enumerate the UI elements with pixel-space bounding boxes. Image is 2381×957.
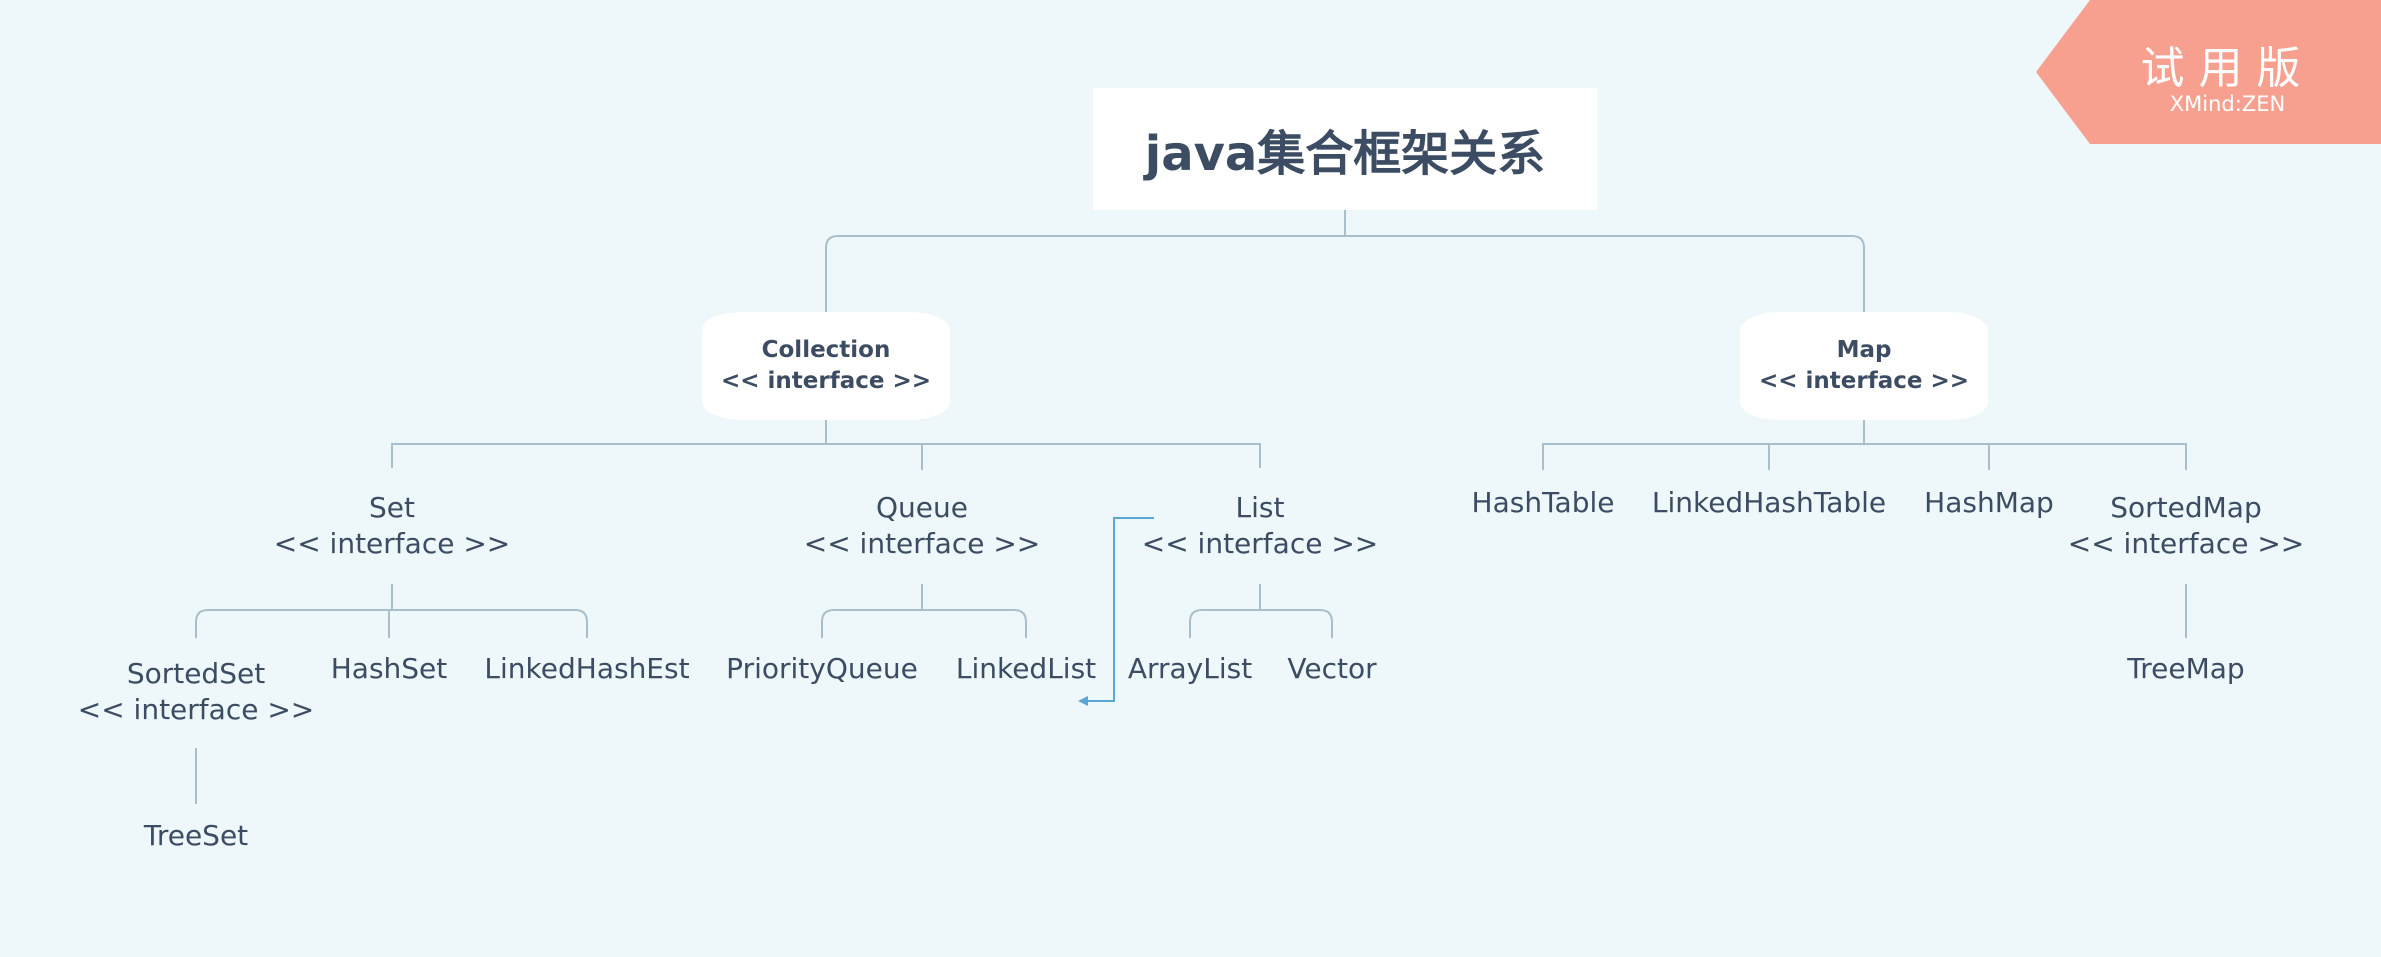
- topic-hashtable[interactable]: HashTable: [1472, 485, 1615, 521]
- topic-sortedset[interactable]: SortedSet << interface >>: [78, 656, 315, 728]
- queue-name: Queue: [876, 491, 968, 524]
- linkedhashset-name: LinkedHashEst: [484, 652, 690, 685]
- topic-treeset[interactable]: TreeSet: [144, 818, 248, 854]
- topic-queue[interactable]: Queue << interface >>: [804, 490, 1041, 562]
- set-name: Set: [369, 491, 415, 524]
- topic-vector[interactable]: Vector: [1287, 651, 1376, 687]
- connector-queue: [821, 584, 1027, 638]
- connector-set: [195, 584, 588, 638]
- topic-set[interactable]: Set << interface >>: [274, 490, 511, 562]
- sortedmap-name: SortedMap: [2110, 491, 2262, 524]
- topic-map[interactable]: Map << interface >>: [1740, 312, 1988, 420]
- topic-sortedmap[interactable]: SortedMap << interface >>: [2068, 490, 2305, 562]
- relationship-arrowhead: [1078, 696, 1088, 706]
- root-topic[interactable]: java集合框架关系: [1093, 88, 1597, 210]
- topic-collection[interactable]: Collection << interface >>: [702, 312, 950, 420]
- relationship-arrow: [1082, 517, 1154, 702]
- treeset-name: TreeSet: [143, 819, 249, 852]
- topic-hashmap[interactable]: HashMap: [1924, 485, 2054, 521]
- trial-badge-label: 试用版: [2140, 43, 2315, 94]
- trial-badge-product: XMind:ZEN: [2169, 92, 2286, 116]
- treemap-name: TreeMap: [2127, 652, 2245, 685]
- set-stereotype: << interface >>: [273, 527, 511, 560]
- linkedlist-name: LinkedList: [955, 652, 1097, 685]
- sortedset-name: SortedSet: [126, 657, 266, 690]
- linkedhashtable-name: LinkedHashTable: [1651, 486, 1887, 519]
- topic-priorityqueue[interactable]: PriorityQueue: [726, 651, 918, 687]
- queue-stereotype: << interface >>: [803, 527, 1041, 560]
- priorityqueue-name: PriorityQueue: [726, 652, 918, 685]
- list-name: List: [1235, 491, 1285, 524]
- hashtable-name: HashTable: [1471, 486, 1615, 519]
- sortedset-stereotype: << interface >>: [77, 693, 315, 726]
- collection-stereotype: << interface >>: [720, 368, 932, 394]
- arraylist-name: ArrayList: [1127, 652, 1253, 685]
- topic-treemap[interactable]: TreeMap: [2127, 651, 2244, 687]
- connector-map: [1542, 420, 2187, 470]
- hashset-name: HashSet: [330, 652, 448, 685]
- connector-list: [1189, 584, 1333, 638]
- map-name: Map: [1836, 337, 1892, 363]
- collection-name: Collection: [761, 337, 891, 363]
- sortedmap-stereotype: << interface >>: [2067, 527, 2305, 560]
- topic-arraylist[interactable]: ArrayList: [1128, 651, 1252, 687]
- connector-collection: [391, 420, 1261, 470]
- connector-root: [825, 210, 1865, 312]
- topic-linkedlist[interactable]: LinkedList: [956, 651, 1096, 687]
- root-title: java集合框架关系: [1144, 126, 1546, 182]
- map-stereotype: << interface >>: [1758, 368, 1970, 394]
- list-stereotype: << interface >>: [1141, 527, 1379, 560]
- topic-linkedhashset[interactable]: LinkedHashEst: [484, 651, 689, 687]
- topic-hashset[interactable]: HashSet: [331, 651, 448, 687]
- topic-linkedhashtable[interactable]: LinkedHashTable: [1652, 485, 1886, 521]
- hashmap-name: HashMap: [1924, 486, 2054, 519]
- topic-list[interactable]: List << interface >>: [1142, 490, 1379, 562]
- vector-name: Vector: [1287, 652, 1377, 685]
